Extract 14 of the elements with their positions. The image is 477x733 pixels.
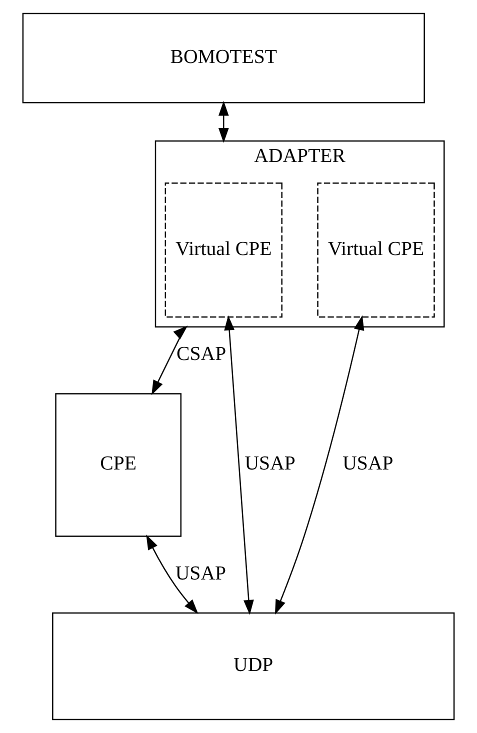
arrow [152,326,188,396]
node-box: Virtual CPE [164,182,282,318]
edge-label: CSAP [176,343,226,366]
arrow [218,100,229,143]
edge-label: USAP [244,452,296,475]
node-box: CPE [55,393,182,537]
node-box: BOMOTEST [22,12,425,104]
node-box: Virtual CPE [317,182,435,318]
edge-label: USAP [175,562,226,584]
node-box: UDP [52,612,455,720]
arrow [274,315,364,615]
arrow [224,315,254,615]
edge-label: USAP [342,452,394,475]
arrow [146,534,198,614]
